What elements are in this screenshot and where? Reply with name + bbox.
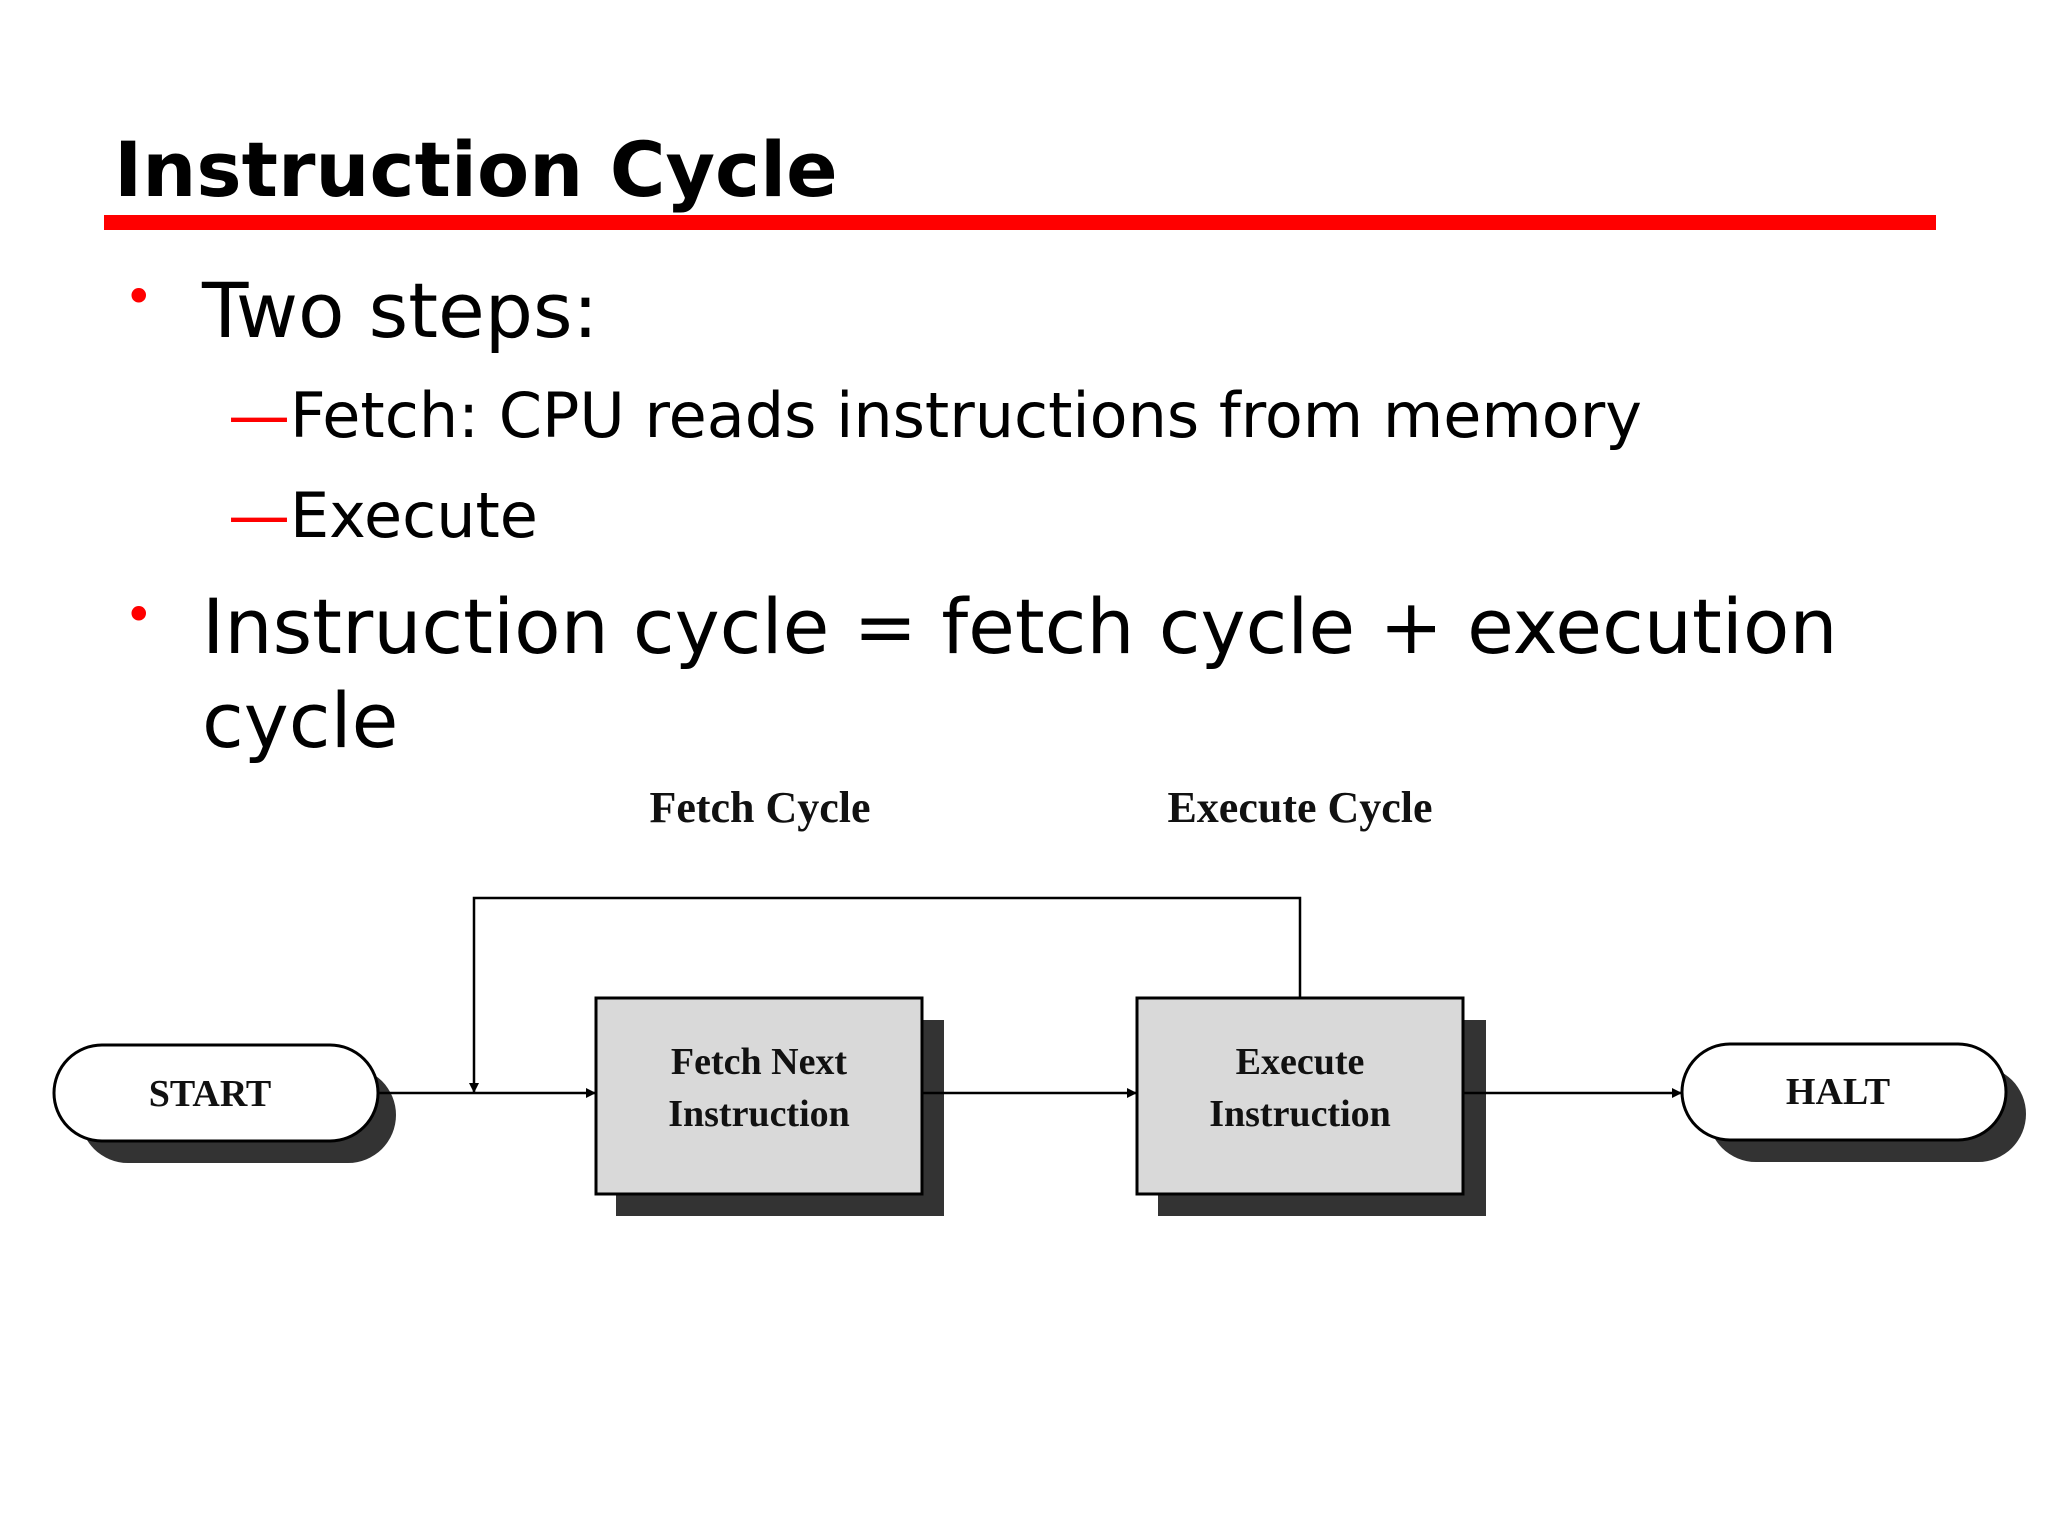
bullet-instruction-cycle-line1: Instruction cycle = fetch cycle + execut… bbox=[202, 582, 1838, 671]
bullet-instruction-cycle-line2: cycle bbox=[202, 676, 399, 765]
subitem-execute-text: Execute bbox=[290, 479, 538, 552]
execute-box-line2: Instruction bbox=[1209, 1093, 1391, 1135]
fetch-box-line2: Instruction bbox=[668, 1093, 850, 1135]
subitem-fetch: —Fetch: CPU reads instructions from memo… bbox=[228, 376, 1642, 456]
dash-marker: — bbox=[228, 479, 290, 552]
execute-instruction-box: Execute Instruction bbox=[1135, 996, 1486, 1216]
halt-label: HALT bbox=[1786, 1071, 1890, 1113]
bullet-marker: • bbox=[124, 268, 154, 326]
start-label: START bbox=[149, 1073, 272, 1115]
bullet-marker: • bbox=[124, 586, 154, 644]
instruction-cycle-diagram: Fetch Cycle Execute Cycle START Fetch Ne… bbox=[52, 783, 2026, 1216]
start-terminator: START bbox=[52, 1043, 396, 1163]
execute-box-shape bbox=[1135, 996, 1465, 1196]
subitem-fetch-text: Fetch: CPU reads instructions from memor… bbox=[290, 379, 1642, 452]
bullet-two-steps: Two steps: bbox=[202, 266, 599, 355]
title-underline bbox=[104, 215, 1936, 230]
fetch-box-line1: Fetch Next bbox=[671, 1041, 848, 1083]
slide-title: Instruction Cycle bbox=[114, 125, 838, 214]
fetch-cycle-label: Fetch Cycle bbox=[649, 783, 870, 832]
fetch-next-instruction-box: Fetch Next Instruction bbox=[594, 996, 944, 1216]
subitem-execute: —Execute bbox=[228, 476, 538, 556]
loop-back-arrow bbox=[469, 896, 1302, 1093]
execute-box-line1: Execute bbox=[1236, 1041, 1365, 1083]
fetch-box-shape bbox=[594, 996, 924, 1196]
halt-terminator: HALT bbox=[1680, 1042, 2026, 1162]
dash-marker: — bbox=[228, 379, 290, 452]
execute-cycle-label: Execute Cycle bbox=[1167, 783, 1432, 832]
